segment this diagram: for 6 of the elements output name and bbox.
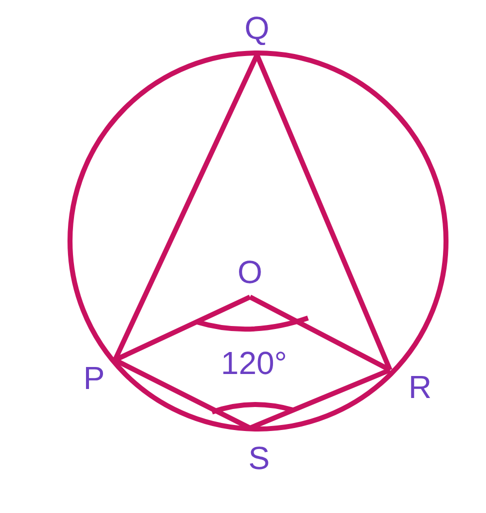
point-label: P — [83, 362, 105, 394]
point-label: Q — [244, 12, 270, 44]
point-label: O — [238, 256, 262, 288]
point-label: S — [248, 442, 270, 474]
point-label: R — [408, 371, 432, 403]
point-label: 120° — [220, 347, 288, 379]
